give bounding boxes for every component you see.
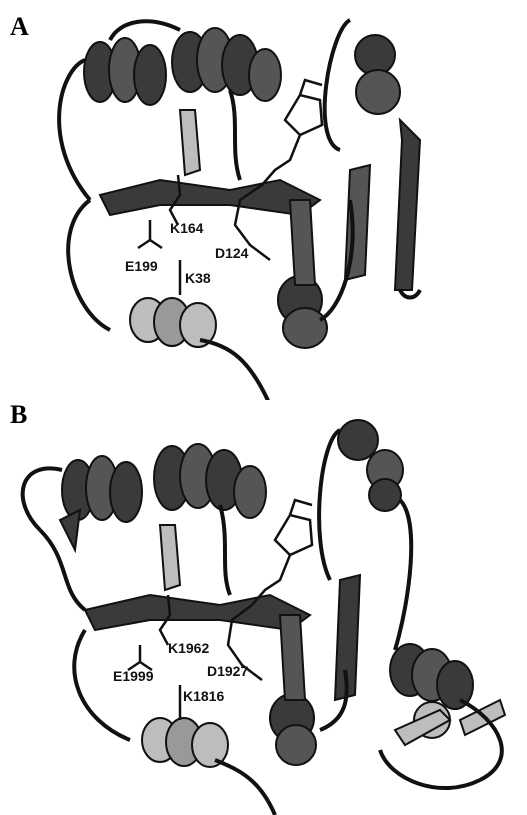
panel-b-helix-top	[62, 444, 266, 522]
panel-a-label-e199: E199	[125, 258, 158, 274]
panel-a-label-k164: K164	[170, 220, 203, 236]
panel-b: B	[0, 400, 527, 815]
panel-b-label-d1927: D1927	[207, 663, 248, 679]
panel-a: A	[0, 0, 527, 400]
panel-a-ribbon-structure	[0, 0, 527, 400]
panel-a-helix-right	[345, 35, 420, 290]
panel-b-central-sheets	[60, 510, 310, 700]
panel-a-label-d124: D124	[215, 245, 248, 261]
panel-b-label-k1816: K1816	[183, 688, 224, 704]
panel-b-label-k1962: K1962	[168, 640, 209, 656]
panel-b-ribbon-structure	[0, 400, 527, 815]
panel-a-helix-bottom	[130, 276, 327, 348]
panel-a-helix-top	[84, 28, 281, 105]
panel-b-label-e1999: E1999	[113, 668, 153, 684]
panel-b-helix-bottom	[142, 694, 316, 767]
panel-b-helix-right	[335, 420, 505, 745]
panel-a-label-k38: K38	[185, 270, 211, 286]
